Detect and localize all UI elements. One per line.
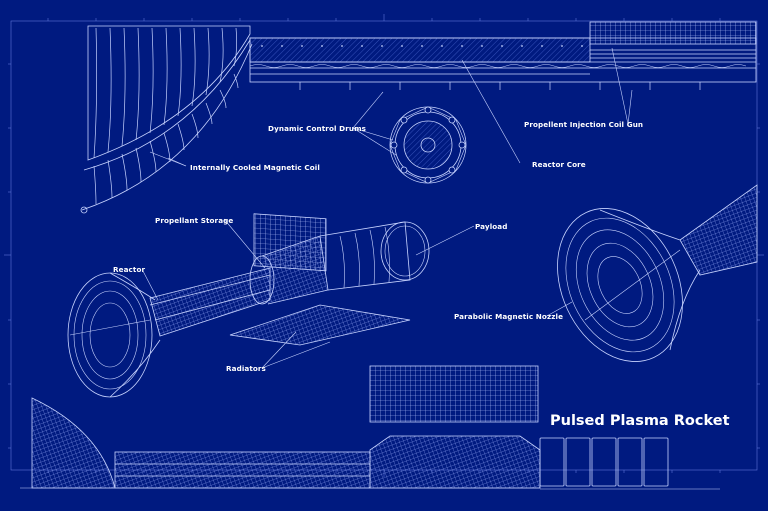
label-internally-cooled-magnetic-coil: Internally Cooled Magnetic Coil — [190, 163, 320, 172]
magnetic-coil-drawing — [80, 25, 253, 214]
bottom-elevation — [20, 365, 720, 490]
label-reactor: Reactor — [113, 265, 146, 274]
stage-boxes — [539, 437, 720, 490]
page-title: Pulsed Plasma Rocket — [550, 413, 730, 429]
label-reactor-core: Reactor Core — [532, 160, 586, 169]
label-propellant-storage: Propellant Storage — [155, 216, 234, 225]
control-drums-section — [389, 106, 467, 184]
reactor-core-tube — [249, 21, 757, 90]
label-propellent-injection-coil-gun: Propellent Injection Coil Gun — [524, 120, 644, 129]
spacecraft-drawing — [67, 213, 430, 398]
label-payload: Payload — [475, 222, 508, 231]
label-parabolic-magnetic-nozzle: Parabolic Magnetic Nozzle — [454, 312, 564, 321]
parabolic-nozzle-drawing — [557, 184, 758, 362]
leader-lines — [142, 47, 633, 369]
label-dynamic-control-drums: Dynamic Control Drums — [268, 124, 367, 133]
label-radiators: Radiators — [226, 364, 266, 373]
